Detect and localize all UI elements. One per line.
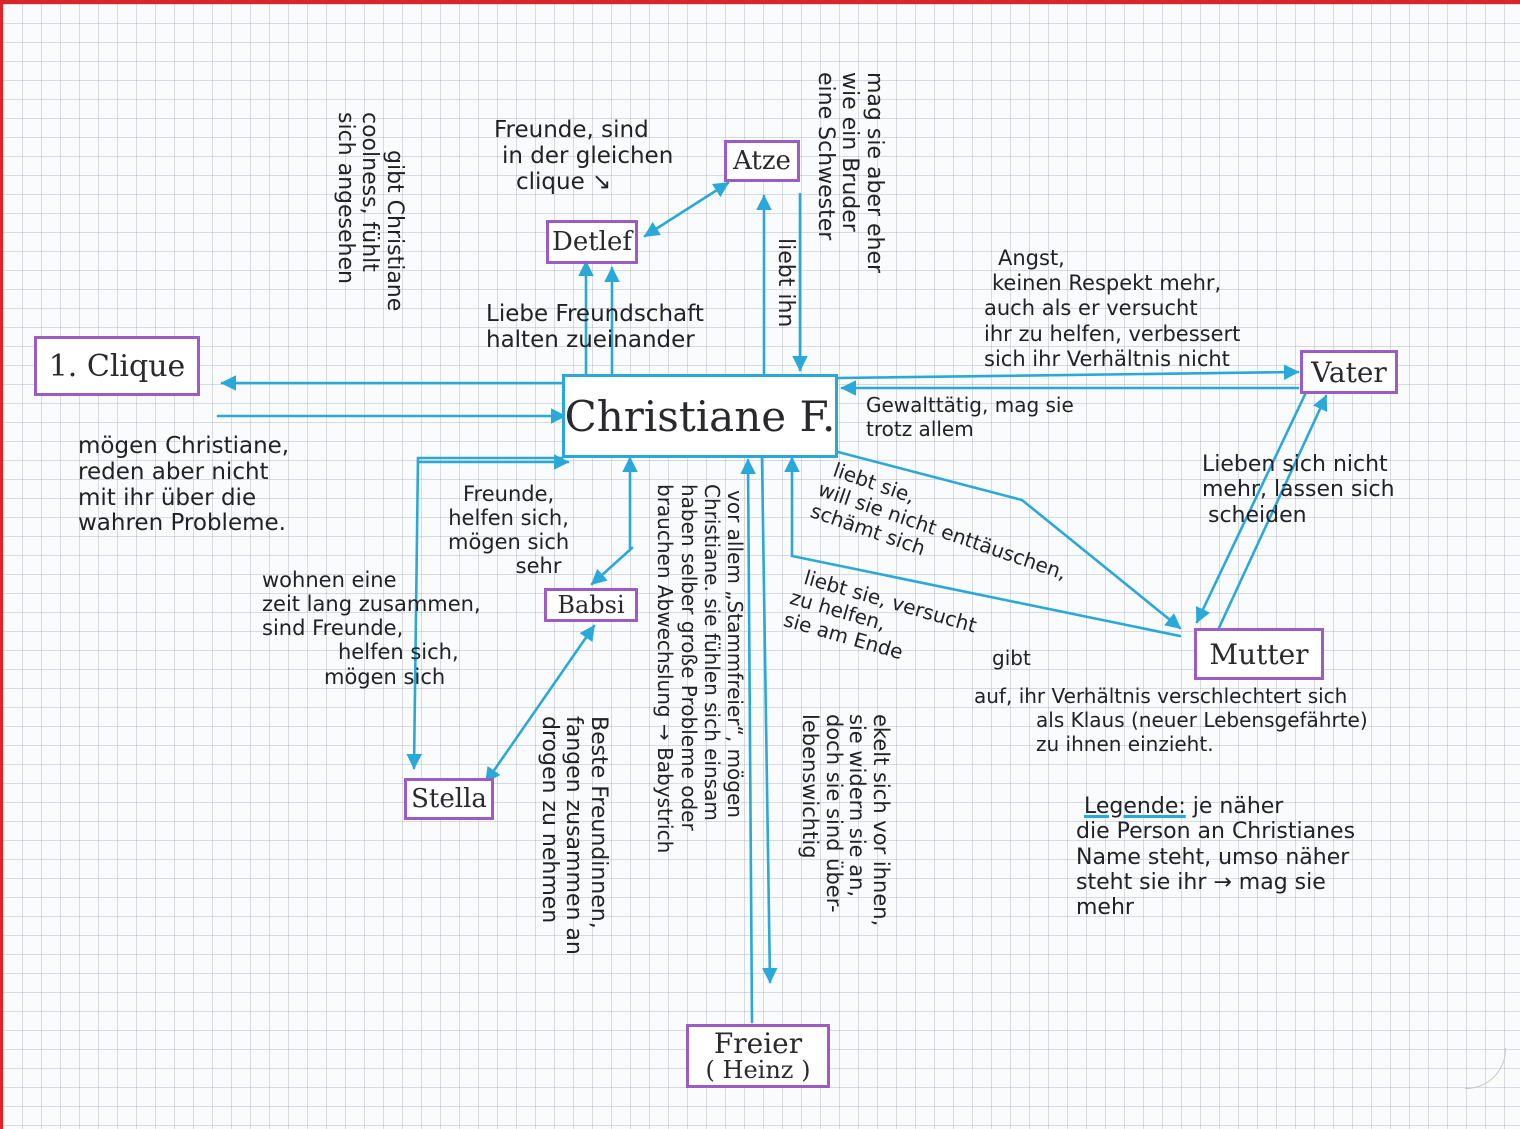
note-babsi-friends: Freunde, helfen sich, mögen sich sehr	[448, 482, 569, 579]
note-line: auf, ihr Verhältnis verschlechtert sich	[974, 684, 1348, 708]
node-atze: Atze	[724, 140, 800, 182]
note-atze-sibling: mag sie aber eher wie ein Bruder eine Sc…	[812, 72, 887, 274]
note-line: helfen sich,	[338, 640, 459, 665]
note-line: eine Schwester	[812, 72, 838, 241]
note-vater-top: Angst, keinen Respekt mehr, auch als er …	[984, 246, 1240, 372]
legend-line: Name steht, umso näher	[1076, 844, 1350, 870]
note-line: Beste Freundinnen,	[586, 716, 611, 929]
note-eltern: Lieben sich nicht mehr, lassen sich sche…	[1202, 452, 1395, 528]
node-mutter: Mutter	[1194, 628, 1324, 680]
legend-line: je näher	[1192, 794, 1284, 819]
note-line: sind Freunde,	[262, 616, 404, 641]
arrow-center-to-babsi	[590, 546, 634, 586]
note-line: ekelt sich vor ihnen,	[869, 714, 893, 927]
note-vater-violent: Gewalttätig, mag sie trotz allem	[866, 393, 1074, 441]
arrow-center-to-mutter	[836, 450, 1182, 630]
node-freier-name: Freier	[713, 1026, 803, 1060]
note-mutter-gibt: gibt	[992, 646, 1031, 670]
node-vater: Vater	[1300, 350, 1398, 394]
note-line: zeit lang zusammen,	[262, 592, 481, 617]
note-line: sehr	[515, 554, 562, 579]
note-line: Angst,	[998, 246, 1065, 270]
note-line: wie ein Bruder	[837, 72, 863, 232]
note-stella-babsi: Beste Freundinnen, fangen zusammen an dr…	[536, 716, 611, 955]
note-line: mögen Christiane,	[78, 433, 290, 459]
note-line: mögen sich	[448, 530, 570, 555]
note-line: zu ihnen einzieht.	[1036, 732, 1214, 756]
note-line: Christiane. sie fühlen sich einsam	[699, 484, 724, 821]
note-line: keinen Respekt mehr,	[992, 271, 1222, 296]
note-freier-ekelt: ekelt sich vor ihnen, sie widern sie an,…	[798, 714, 893, 927]
note-clique-talk: mögen Christiane, reden aber nicht mit i…	[78, 433, 290, 537]
node-babsi: Babsi	[544, 588, 638, 622]
note-line: wahren Probleme.	[78, 510, 286, 537]
note-line: mag sie aber eher	[862, 72, 887, 274]
note-line: halten zueinander	[486, 326, 695, 353]
note-line: mit ihr über die	[78, 484, 257, 511]
node-detlef: Detlef	[546, 220, 638, 264]
note-line: mögen sich	[324, 664, 446, 689]
note-atze-detlef: Freunde, sind in der gleichen clique ↘	[494, 117, 674, 195]
arrow-detlef-atze	[643, 181, 730, 238]
note-line: Freunde, sind	[494, 117, 649, 143]
note-line: doch sie sind über-	[821, 714, 846, 913]
legend: Legende: je näher die Person an Christia…	[1076, 794, 1355, 920]
arrow-center-to-vater	[836, 364, 1300, 380]
note-line: scheiden	[1208, 502, 1307, 528]
node-clique: 1. Clique	[34, 336, 200, 396]
note-line: Liebe Freundschaft	[486, 301, 704, 327]
note-line: Freunde,	[462, 482, 555, 506]
note-line: wohnen eine	[262, 568, 397, 592]
note-line: sich ihr Verhältnis nicht	[984, 346, 1230, 371]
note-line: in der gleichen	[502, 142, 674, 169]
legend-line: die Person an Christianes	[1076, 819, 1356, 845]
note-line: als Klaus (neuer Lebensgefährte)	[1036, 708, 1368, 732]
note-stella-lived: wohnen eine zeit lang zusammen, sind Fre…	[262, 568, 481, 689]
note-line: helfen sich,	[448, 506, 569, 531]
arrow-freier-to-center	[740, 458, 756, 1024]
note-line: ihr zu helfen, verbessert	[984, 321, 1241, 346]
note-line: drogen zu nehmen	[536, 716, 562, 924]
note-line: Lieben sich nicht	[1202, 452, 1388, 477]
legend-first-line: Legende: je näher	[1076, 794, 1355, 819]
arrow-center-to-freier	[760, 456, 778, 984]
legend-line: mehr	[1076, 895, 1134, 921]
note-line: haben selber große Probleme oder	[676, 484, 701, 831]
note-line: coolness, fühlt	[357, 112, 383, 272]
arrow-mutter-to-center	[784, 456, 1182, 638]
arrow-center-to-stella	[406, 456, 564, 770]
note-line: sie widern sie an,	[845, 714, 870, 898]
arrow-babsi-stella	[484, 624, 596, 784]
node-freier: Freier ( Heinz )	[686, 1024, 830, 1088]
note-atze-loves: liebt ihn	[773, 238, 798, 328]
legend-title: Legende:	[1084, 794, 1186, 819]
note-detlef-love: Liebe Freundschaft halten zueinander	[486, 301, 704, 354]
note-freier-stamm: vor allem „Stammfreier“, mögen Christian…	[653, 484, 747, 854]
note-line: fangen zusammen an	[561, 716, 587, 955]
note-line: sich angesehen	[332, 112, 358, 284]
node-stella: Stella	[404, 778, 494, 820]
arrow-mutter-to-vater	[1216, 394, 1328, 632]
note-line: auch als er versucht	[984, 296, 1198, 321]
note-clique-cool: gibt Christiane coolness, fühlt sich ang…	[332, 112, 407, 312]
note-line: trotz allem	[866, 416, 974, 441]
note-mutter-auf: auf, ihr Verhältnis verschlechtert sich …	[974, 684, 1368, 756]
note-line: clique ↘	[516, 168, 612, 195]
note-line: lebenswichtig	[798, 714, 823, 859]
node-freier-heinz: ( Heinz )	[705, 1056, 811, 1085]
note-line: gibt Christiane	[382, 150, 407, 312]
note-line: brauchen Abwechslung → Babystrich	[653, 484, 678, 854]
note-line: mehr, lassen sich	[1202, 477, 1395, 503]
note-line: vor allem „Stammfreier“, mögen	[723, 490, 747, 818]
note-line: Gewalttätig, mag sie	[866, 393, 1074, 417]
legend-line: steht sie ihr → mag sie	[1076, 869, 1326, 895]
note-line: reden aber nicht	[78, 458, 269, 485]
arrow-vater-to-mutter	[1195, 382, 1312, 624]
node-christiane: Christiane F.	[562, 374, 838, 458]
